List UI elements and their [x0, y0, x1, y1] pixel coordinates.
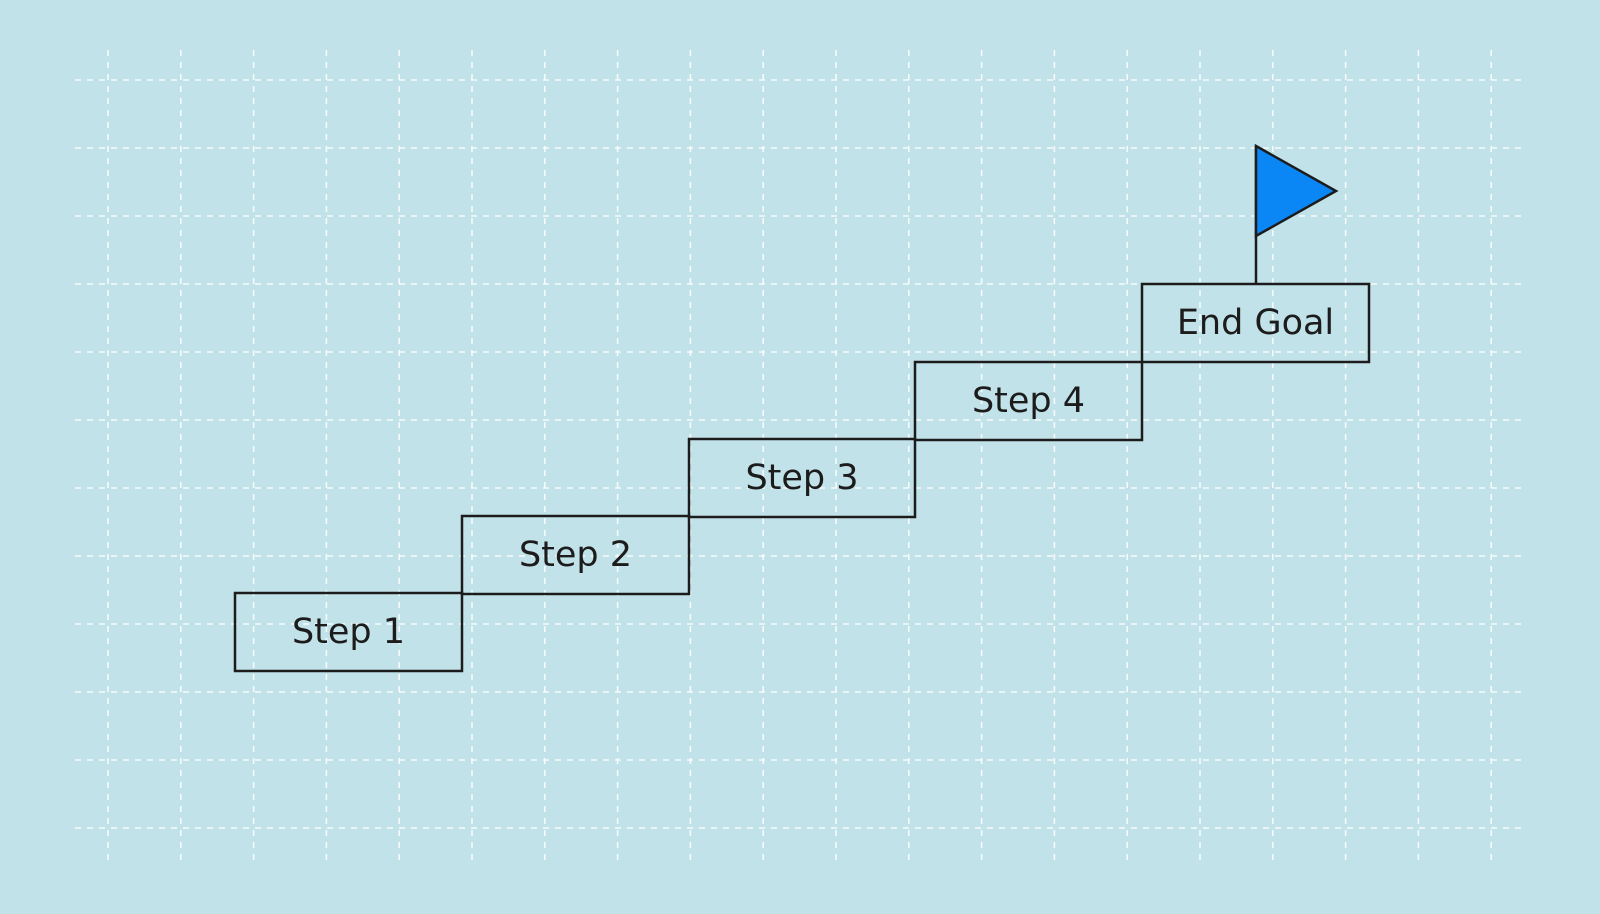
step-box-4: Step 4 — [913, 360, 1144, 442]
flag-triangle — [1254, 143, 1339, 239]
step-label-4: Step 4 — [972, 381, 1085, 421]
step-box-1: Step 1 — [233, 591, 464, 673]
flag-icon — [1254, 143, 1339, 284]
step-box-2: Step 2 — [460, 514, 691, 596]
step-box-3: Step 3 — [687, 437, 917, 519]
step-label-3: Step 3 — [745, 458, 858, 498]
step-label-1: Step 1 — [292, 612, 405, 652]
end-goal-label: End Goal — [1177, 303, 1334, 343]
dashed-grid — [75, 50, 1527, 862]
step-label-2: Step 2 — [519, 535, 632, 575]
staircase: Step 1 Step 2 Step 3 Step 4 End Goal — [233, 282, 1371, 673]
